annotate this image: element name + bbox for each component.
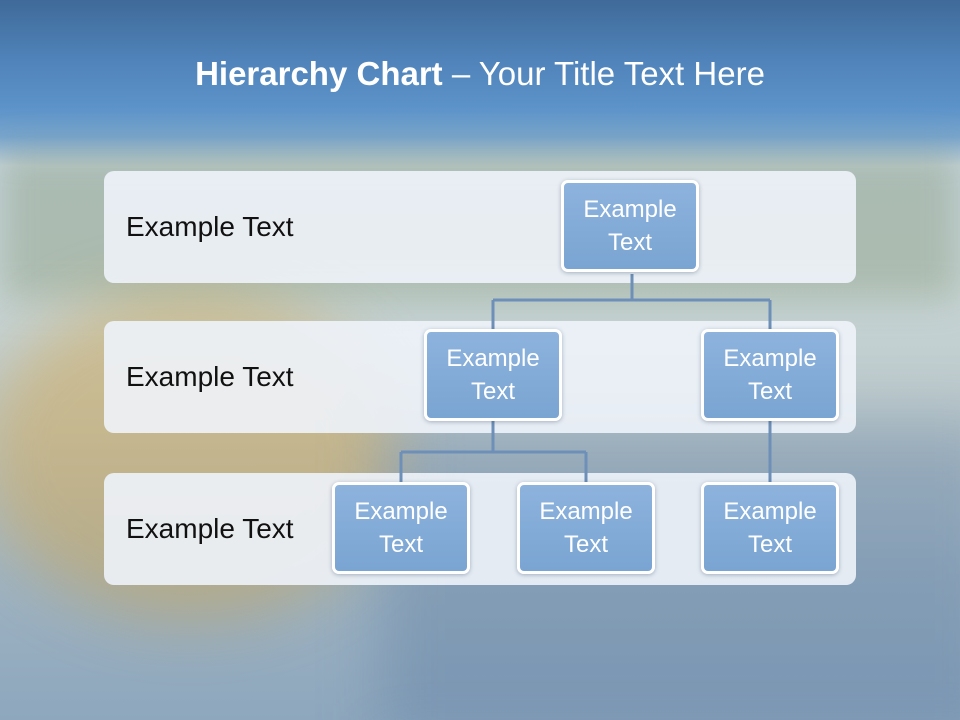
level-label-1: Example Text <box>126 211 294 242</box>
org-node-grandchild-right-1-text: Example Text <box>723 498 817 558</box>
title-bold-part: Hierarchy Chart <box>195 55 443 92</box>
org-node-grandchild-right-1[interactable]: Example Text <box>701 482 839 574</box>
org-node-root-text: Example Text <box>583 196 677 256</box>
slide-title: Hierarchy Chart – Your Title Text Here <box>0 52 960 96</box>
org-node-child-right[interactable]: Example Text <box>701 329 839 421</box>
org-node-grandchild-left-2-text: Example Text <box>539 498 633 558</box>
level-label-3: Example Text <box>126 513 294 544</box>
title-rest: Your Title Text Here <box>478 55 765 92</box>
title-separator: – <box>442 55 479 92</box>
org-node-grandchild-left-2[interactable]: Example Text <box>517 482 655 574</box>
org-node-root[interactable]: Example Text <box>561 180 699 272</box>
org-node-grandchild-left-1-text: Example Text <box>354 498 448 558</box>
level-label-2: Example Text <box>126 361 294 392</box>
org-node-child-left-text: Example Text <box>446 345 540 405</box>
org-node-child-left[interactable]: Example Text <box>424 329 562 421</box>
level-band-1: Example Text <box>104 171 856 283</box>
connector-left-to-grandchildren <box>399 421 588 482</box>
connector-root-to-children <box>491 274 772 329</box>
org-node-grandchild-left-1[interactable]: Example Text <box>332 482 470 574</box>
org-node-child-right-text: Example Text <box>723 345 817 405</box>
